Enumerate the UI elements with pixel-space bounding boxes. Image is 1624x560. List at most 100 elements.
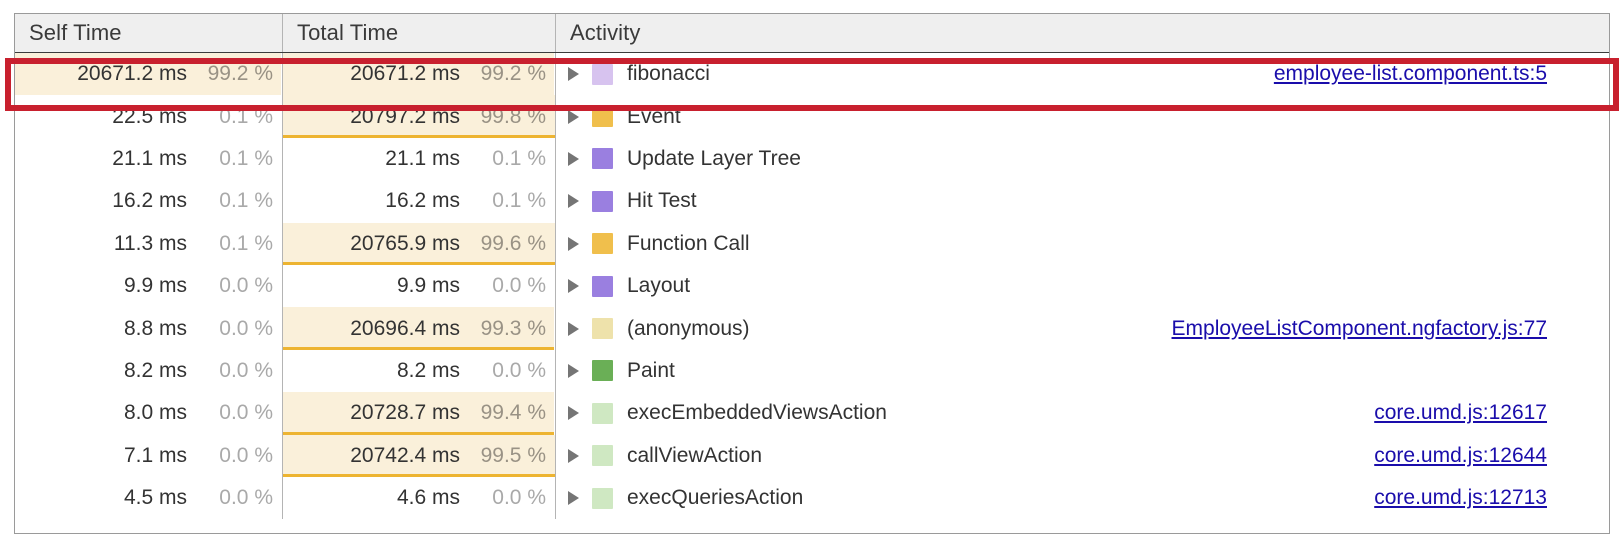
cell-activity: callViewAction core.umd.js:12644	[556, 435, 1609, 477]
chevron-right-icon[interactable]	[568, 279, 579, 294]
column-header-self-time[interactable]: Self Time	[15, 14, 283, 52]
self-time-value: 22.5 ms	[112, 104, 187, 128]
source-location-link[interactable]: core.umd.js:12713	[1374, 486, 1547, 510]
self-time-percent: 0.1 %	[219, 104, 273, 128]
cell-activity: Update Layer Tree	[556, 138, 1609, 180]
column-header-self-time-label: Self Time	[29, 20, 122, 45]
chevron-right-icon[interactable]	[568, 406, 579, 421]
total-time-percent: 99.5 %	[480, 443, 546, 467]
self-time-percent: 0.1 %	[219, 189, 273, 213]
category-color-swatch-icon	[592, 233, 613, 255]
total-time-percent: 0.0 %	[492, 486, 546, 510]
cell-activity: Layout	[556, 265, 1609, 307]
self-time-value: 8.8 ms	[123, 316, 187, 340]
total-time-value: 20728.7 ms	[350, 401, 460, 425]
category-color-swatch-icon	[592, 487, 613, 509]
chevron-right-icon[interactable]	[568, 194, 579, 209]
category-color-swatch-icon	[592, 190, 613, 212]
total-time-value: 8.2 ms	[396, 358, 460, 382]
self-time-percent: 99.2 %	[207, 62, 273, 86]
source-location-link[interactable]: employee-list.component.ts:5	[1273, 62, 1547, 86]
activity-label: Hit Test	[627, 189, 697, 213]
table-row[interactable]: 22.5 ms 0.1 % 20797.2 ms 99.8 % Event	[15, 95, 1609, 138]
source-location-link[interactable]: core.umd.js:12617	[1374, 401, 1547, 425]
column-header-activity[interactable]: Activity	[556, 14, 1609, 52]
category-color-swatch-icon	[592, 106, 613, 128]
performance-bottom-up-table: Self Time Total Time Activity 20671.2 ms…	[14, 13, 1610, 534]
self-time-value: 9.9 ms	[123, 274, 187, 298]
chevron-right-icon[interactable]	[568, 491, 579, 506]
self-time-value: 4.5 ms	[123, 486, 187, 510]
column-header-total-time-label: Total Time	[297, 20, 399, 45]
self-time-percent: 0.0 %	[219, 486, 273, 510]
total-time-value: 20797.2 ms	[350, 104, 460, 128]
total-time-value: 20671.2 ms	[350, 62, 460, 86]
chevron-right-icon[interactable]	[568, 109, 579, 124]
chevron-right-icon[interactable]	[568, 321, 579, 336]
total-time-percent: 99.6 %	[480, 231, 546, 255]
total-time-percent: 0.1 %	[492, 146, 546, 170]
cell-self-time: 9.9 ms 0.0 %	[15, 264, 283, 308]
cell-activity: Hit Test	[556, 180, 1609, 222]
total-time-percent: 99.8 %	[480, 104, 546, 128]
self-time-percent: 0.1 %	[219, 146, 273, 170]
table-row[interactable]: 16.2 ms 0.1 % 16.2 ms 0.1 % Hit Test	[15, 180, 1609, 223]
activity-label: Function Call	[627, 231, 750, 255]
total-time-percent: 99.2 %	[480, 62, 546, 86]
source-location-link[interactable]: core.umd.js:12644	[1374, 443, 1547, 467]
activity-label: Layout	[627, 274, 691, 298]
chevron-right-icon[interactable]	[568, 363, 579, 378]
chevron-right-icon[interactable]	[568, 448, 579, 463]
cell-self-time: 4.5 ms 0.0 %	[15, 476, 283, 520]
self-time-percent: 0.1 %	[219, 231, 273, 255]
self-time-value: 8.2 ms	[123, 358, 187, 382]
cell-self-time: 16.2 ms 0.1 %	[15, 180, 283, 223]
cell-total-time: 4.6 ms 0.0 %	[283, 476, 556, 520]
total-time-value: 21.1 ms	[385, 146, 460, 170]
activity-label: execEmbeddedViewsAction	[627, 401, 887, 425]
category-color-swatch-icon	[592, 360, 613, 382]
cell-activity: Paint	[556, 350, 1609, 392]
cell-activity: Event	[556, 95, 1609, 137]
chevron-right-icon[interactable]	[568, 67, 579, 82]
self-time-percent: 0.0 %	[219, 401, 273, 425]
cell-activity: execEmbeddedViewsAction core.umd.js:12617	[556, 392, 1609, 434]
chevron-right-icon[interactable]	[568, 151, 579, 166]
self-time-value: 20671.2 ms	[77, 62, 187, 86]
self-time-percent: 0.0 %	[219, 274, 273, 298]
total-time-percent: 0.1 %	[492, 189, 546, 213]
total-time-value: 9.9 ms	[396, 274, 460, 298]
total-time-value: 20696.4 ms	[350, 316, 460, 340]
total-time-value: 16.2 ms	[385, 189, 460, 213]
total-time-value: 4.6 ms	[396, 486, 460, 510]
cell-total-time: 20797.2 ms 99.8 %	[283, 95, 556, 138]
activity-label: callViewAction	[627, 443, 763, 467]
column-header-total-time[interactable]: Total Time	[283, 14, 556, 52]
cell-activity: Function Call	[556, 223, 1609, 265]
activity-label: (anonymous)	[627, 316, 750, 340]
total-time-value: 20765.9 ms	[350, 231, 460, 255]
category-color-swatch-icon	[592, 402, 613, 424]
cell-total-time: 20765.9 ms 99.6 %	[283, 222, 556, 265]
self-time-value: 16.2 ms	[112, 189, 187, 213]
category-color-swatch-icon	[592, 318, 613, 340]
cell-activity: (anonymous) EmployeeListComponent.ngfacto…	[556, 307, 1609, 349]
chevron-right-icon[interactable]	[568, 236, 579, 251]
source-location-link[interactable]: EmployeeListComponent.ngfactory.js:77	[1171, 316, 1547, 340]
